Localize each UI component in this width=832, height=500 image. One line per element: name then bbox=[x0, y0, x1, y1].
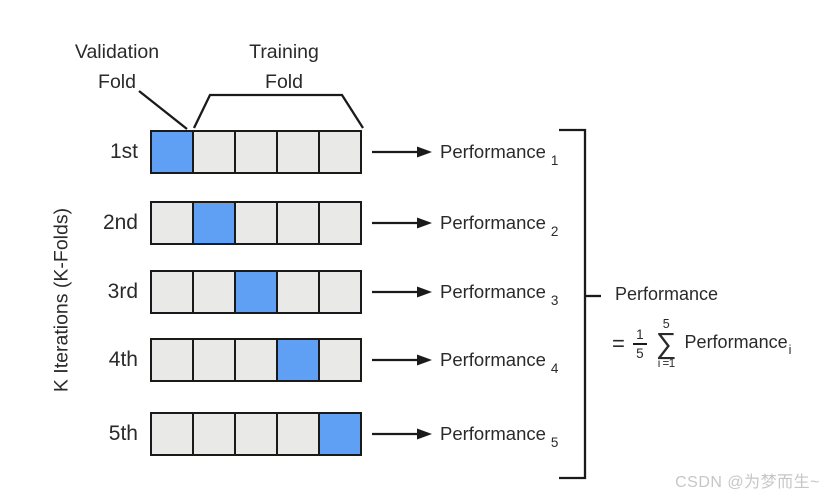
validation-fold-cell bbox=[233, 270, 279, 314]
training-fold-cell bbox=[191, 130, 237, 174]
fold-cells bbox=[150, 201, 362, 245]
row-label: 3rd bbox=[107, 280, 138, 303]
fraction-numerator: 1 bbox=[636, 327, 644, 343]
fraction-one-fifth: 1 5 bbox=[632, 327, 647, 361]
summation-symbol: 5 ∑ i =1 bbox=[655, 316, 677, 371]
performance-label-text: Performance bbox=[440, 423, 546, 444]
row-label: 1st bbox=[109, 140, 138, 163]
performance-formula: Performance = 1 5 5 ∑ i =1 Performancei bbox=[612, 284, 791, 373]
training-fold-cell bbox=[191, 338, 237, 382]
fold-cells bbox=[150, 412, 362, 456]
right-bracket bbox=[559, 128, 587, 480]
training-fold-cell bbox=[233, 412, 279, 456]
summation-lower-limit: i =1 bbox=[657, 358, 675, 370]
validation-fold-cell bbox=[191, 201, 237, 245]
arrow-icon bbox=[372, 428, 432, 440]
performance-label-subscript: 4 bbox=[550, 360, 559, 376]
fold-cells bbox=[150, 130, 362, 174]
fraction-denominator: 5 bbox=[636, 345, 644, 361]
summation-upper-limit: 5 bbox=[662, 316, 670, 331]
training-brace bbox=[192, 93, 364, 129]
formula-term-subscript: i bbox=[788, 342, 792, 357]
fold-cells bbox=[150, 270, 362, 314]
training-fold-cell bbox=[191, 412, 237, 456]
training-fold-cell bbox=[275, 412, 321, 456]
validation-fold-label: Validation Fold bbox=[46, 37, 188, 97]
performance-label-text: Performance bbox=[440, 141, 546, 162]
arrow-icon bbox=[372, 286, 432, 298]
performance-label-text: Performance bbox=[440, 349, 546, 370]
training-fold-cell bbox=[150, 201, 195, 245]
training-fold-cell bbox=[233, 338, 279, 382]
training-fold-cell bbox=[317, 338, 362, 382]
formula-expression: = 1 5 5 ∑ i =1 Performancei bbox=[612, 315, 791, 373]
formula-term: Performancei bbox=[684, 332, 792, 357]
sigma-icon: ∑ bbox=[655, 328, 677, 360]
formula-term-text: Performance bbox=[684, 332, 788, 353]
performance-label-subscript: 3 bbox=[550, 292, 559, 308]
training-fold-cell bbox=[317, 270, 362, 314]
validation-fold-cell bbox=[317, 412, 362, 456]
training-fold-cell bbox=[233, 201, 279, 245]
training-fold-label-line1: Training bbox=[249, 41, 319, 63]
row-label: 2nd bbox=[102, 211, 138, 234]
validation-fold-cell bbox=[275, 338, 321, 382]
equals-sign: = bbox=[612, 331, 625, 356]
performance-label-text: Performance bbox=[440, 212, 546, 233]
training-fold-cell bbox=[275, 130, 321, 174]
training-fold-cell bbox=[233, 130, 279, 174]
validation-pointer-line bbox=[138, 90, 188, 130]
training-fold-cell bbox=[150, 412, 195, 456]
performance-label-subscript: 1 bbox=[550, 152, 559, 168]
training-fold-cell bbox=[191, 270, 237, 314]
training-fold-cell bbox=[317, 130, 362, 174]
arrow-icon bbox=[372, 354, 432, 366]
validation-fold-label-line1: Validation bbox=[74, 41, 160, 63]
training-fold-label: Training Fold bbox=[213, 37, 355, 97]
training-fold-cell bbox=[150, 338, 195, 382]
watermark: CSDN @为梦而生~ bbox=[675, 474, 820, 491]
performance-label-subscript: 2 bbox=[550, 223, 559, 239]
row-label: 5th bbox=[108, 422, 138, 445]
arrow-icon bbox=[372, 146, 432, 158]
arrow-icon bbox=[372, 217, 432, 229]
training-fold-cell bbox=[150, 270, 195, 314]
training-fold-label-line2: Fold bbox=[265, 71, 303, 93]
validation-fold-label-line2: Fold bbox=[98, 71, 136, 93]
performance-label-subscript: 5 bbox=[550, 434, 559, 450]
training-fold-cell bbox=[275, 270, 321, 314]
row-label: 4th bbox=[108, 348, 138, 371]
formula-result-label: Performance bbox=[615, 284, 719, 304]
fold-cells bbox=[150, 338, 362, 382]
validation-fold-cell bbox=[150, 130, 195, 174]
training-fold-cell bbox=[317, 201, 362, 245]
fraction-bar bbox=[632, 343, 647, 345]
performance-label-text: Performance bbox=[440, 281, 546, 302]
training-fold-cell bbox=[275, 201, 321, 245]
